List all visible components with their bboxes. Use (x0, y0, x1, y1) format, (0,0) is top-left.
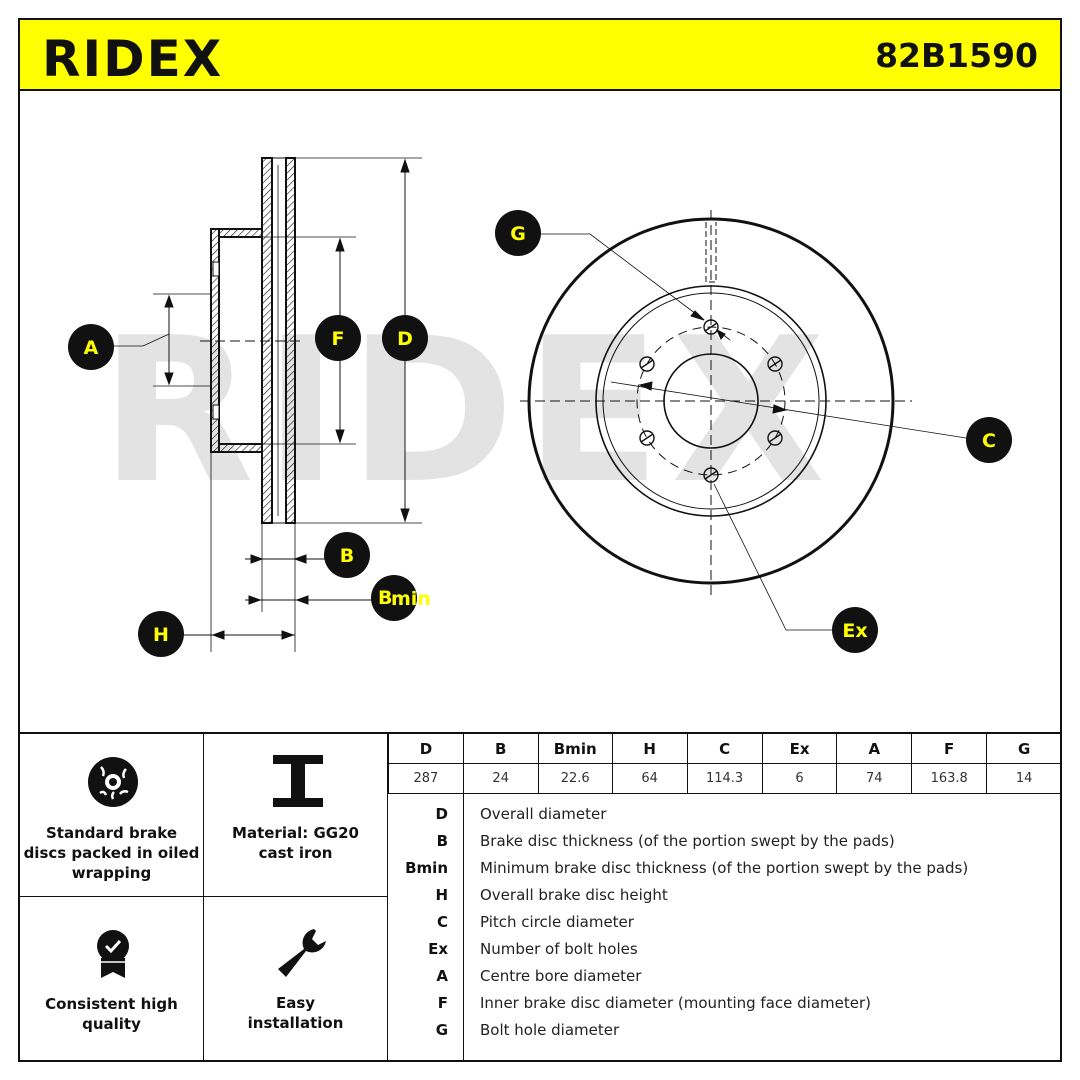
legend-list: D Overall diameter B Brake disc thicknes… (388, 793, 1062, 1062)
spec-header: G (986, 733, 1062, 764)
legend-desc: Brake disc thickness (of the portion swe… (480, 832, 895, 850)
legend-row: G Bolt hole diameter (388, 1021, 1062, 1048)
spec-value: 114.3 (686, 763, 763, 794)
svg-text:B: B (340, 545, 354, 567)
feature-installation: Easy installation (204, 897, 388, 1062)
feature-text-line: Standard brake (46, 824, 177, 842)
i-beam-icon (273, 755, 323, 807)
legend-key: Bmin (405, 859, 448, 877)
spec-table: D B Bmin H C Ex A F G 287 24 22.6 64 114… (388, 733, 1062, 794)
legend-key: H (435, 886, 448, 904)
side-section-view (112, 157, 422, 652)
callout-D: D (382, 315, 428, 361)
legend-desc: Minimum brake disc thickness (of the por… (480, 859, 969, 877)
svg-text:H: H (153, 624, 169, 646)
spec-header: A (836, 733, 913, 764)
spec-header: Ex (761, 733, 838, 764)
feature-text-line: Easy (275, 994, 316, 1012)
callout-B: B (324, 532, 370, 578)
watermark-text: RIDEX (100, 295, 835, 528)
svg-text:A: A (84, 337, 99, 359)
feature-text-line: Material: GG20 (232, 824, 359, 842)
feature-packed-discs: Standard brake discs packed in oiled wra… (18, 733, 204, 897)
legend-row: Bmin Minimum brake disc thickness (of th… (388, 859, 1062, 886)
svg-text:C: C (982, 430, 996, 452)
spec-header: H (611, 733, 688, 764)
svg-text:Ex: Ex (842, 620, 867, 642)
spec-value: 22.6 (537, 763, 613, 794)
legend-row: H Overall brake disc height (388, 886, 1062, 913)
feature-text-line: discs packed in oiled (23, 844, 200, 862)
feature-text-line: cast iron (258, 844, 333, 862)
legend-desc: Number of bolt holes (480, 940, 638, 958)
spec-header-row: D B Bmin H C Ex A F G (388, 733, 1062, 764)
callout-H: H (138, 611, 184, 657)
legend-row: A Centre bore diameter (388, 967, 1062, 994)
spec-value: 24 (462, 763, 539, 794)
legend-key: A (436, 967, 448, 985)
feature-text-line: Consistent high (45, 995, 178, 1013)
spec-value: 74 (836, 763, 913, 794)
spec-header: D (388, 733, 464, 764)
spec-value: 14 (986, 763, 1062, 794)
spec-header: B (462, 733, 539, 764)
feature-material: Material: GG20 cast iron (204, 733, 388, 897)
legend-row: C Pitch circle diameter (388, 913, 1062, 940)
svg-text:F: F (332, 328, 345, 350)
legend-key: C (436, 913, 448, 931)
spec-header: Bmin (537, 733, 613, 764)
spec-value-row: 287 24 22.6 64 114.3 6 74 163.8 14 (388, 763, 1062, 794)
svg-text:D: D (397, 328, 413, 350)
header-bar: RIDEX 82B1590 (18, 18, 1062, 91)
brake-disc-icon (88, 757, 138, 807)
legend-key: B (436, 832, 448, 850)
feature-text-line: wrapping (71, 864, 152, 882)
logo-text: RIDEX (42, 30, 223, 84)
front-view (520, 210, 967, 631)
legend-desc: Centre bore diameter (480, 967, 642, 985)
spec-value: 64 (611, 763, 688, 794)
callout-G: G (495, 210, 541, 256)
feature-text-line: installation (247, 1014, 344, 1032)
legend-key: F (437, 994, 448, 1012)
spec-value: 163.8 (911, 763, 988, 794)
wrench-icon (278, 929, 326, 977)
callout-A: A (68, 324, 114, 370)
spec-value: 287 (388, 763, 464, 794)
ridex-logo: RIDEX (42, 30, 223, 84)
svg-text:min: min (391, 588, 431, 610)
legend-key: D (435, 805, 448, 823)
technical-drawing: RIDEX (68, 157, 1012, 657)
legend-row: F Inner brake disc diameter (mounting fa… (388, 994, 1062, 1021)
legend-desc: Overall brake disc height (480, 886, 668, 904)
legend-row: Ex Number of bolt holes (388, 940, 1062, 967)
legend-desc: Overall diameter (480, 805, 607, 823)
quality-badge-icon (97, 930, 129, 978)
legend-divider (463, 793, 464, 1062)
callout-Bmin: B min (371, 575, 431, 621)
bolt-holes (639, 319, 783, 483)
callout-Ex: Ex (832, 607, 878, 653)
legend-row: D Overall diameter (388, 805, 1062, 832)
callout-F: F (315, 315, 361, 361)
callout-C: C (966, 417, 1012, 463)
spec-header: C (686, 733, 763, 764)
feature-quality: Consistent high quality (18, 897, 204, 1062)
spec-value: 6 (761, 763, 838, 794)
legend-desc: Pitch circle diameter (480, 913, 634, 931)
feature-text-line: quality (82, 1015, 141, 1033)
legend-key: G (435, 1021, 448, 1039)
legend-desc: Inner brake disc diameter (mounting face… (480, 994, 871, 1012)
spec-header: F (911, 733, 988, 764)
legend-key: Ex (428, 940, 448, 958)
legend-desc: Bolt hole diameter (480, 1021, 620, 1039)
svg-text:B: B (378, 587, 392, 609)
legend-row: B Brake disc thickness (of the portion s… (388, 832, 1062, 859)
part-number: 82B1590 (875, 36, 1038, 75)
svg-text:G: G (510, 223, 526, 245)
